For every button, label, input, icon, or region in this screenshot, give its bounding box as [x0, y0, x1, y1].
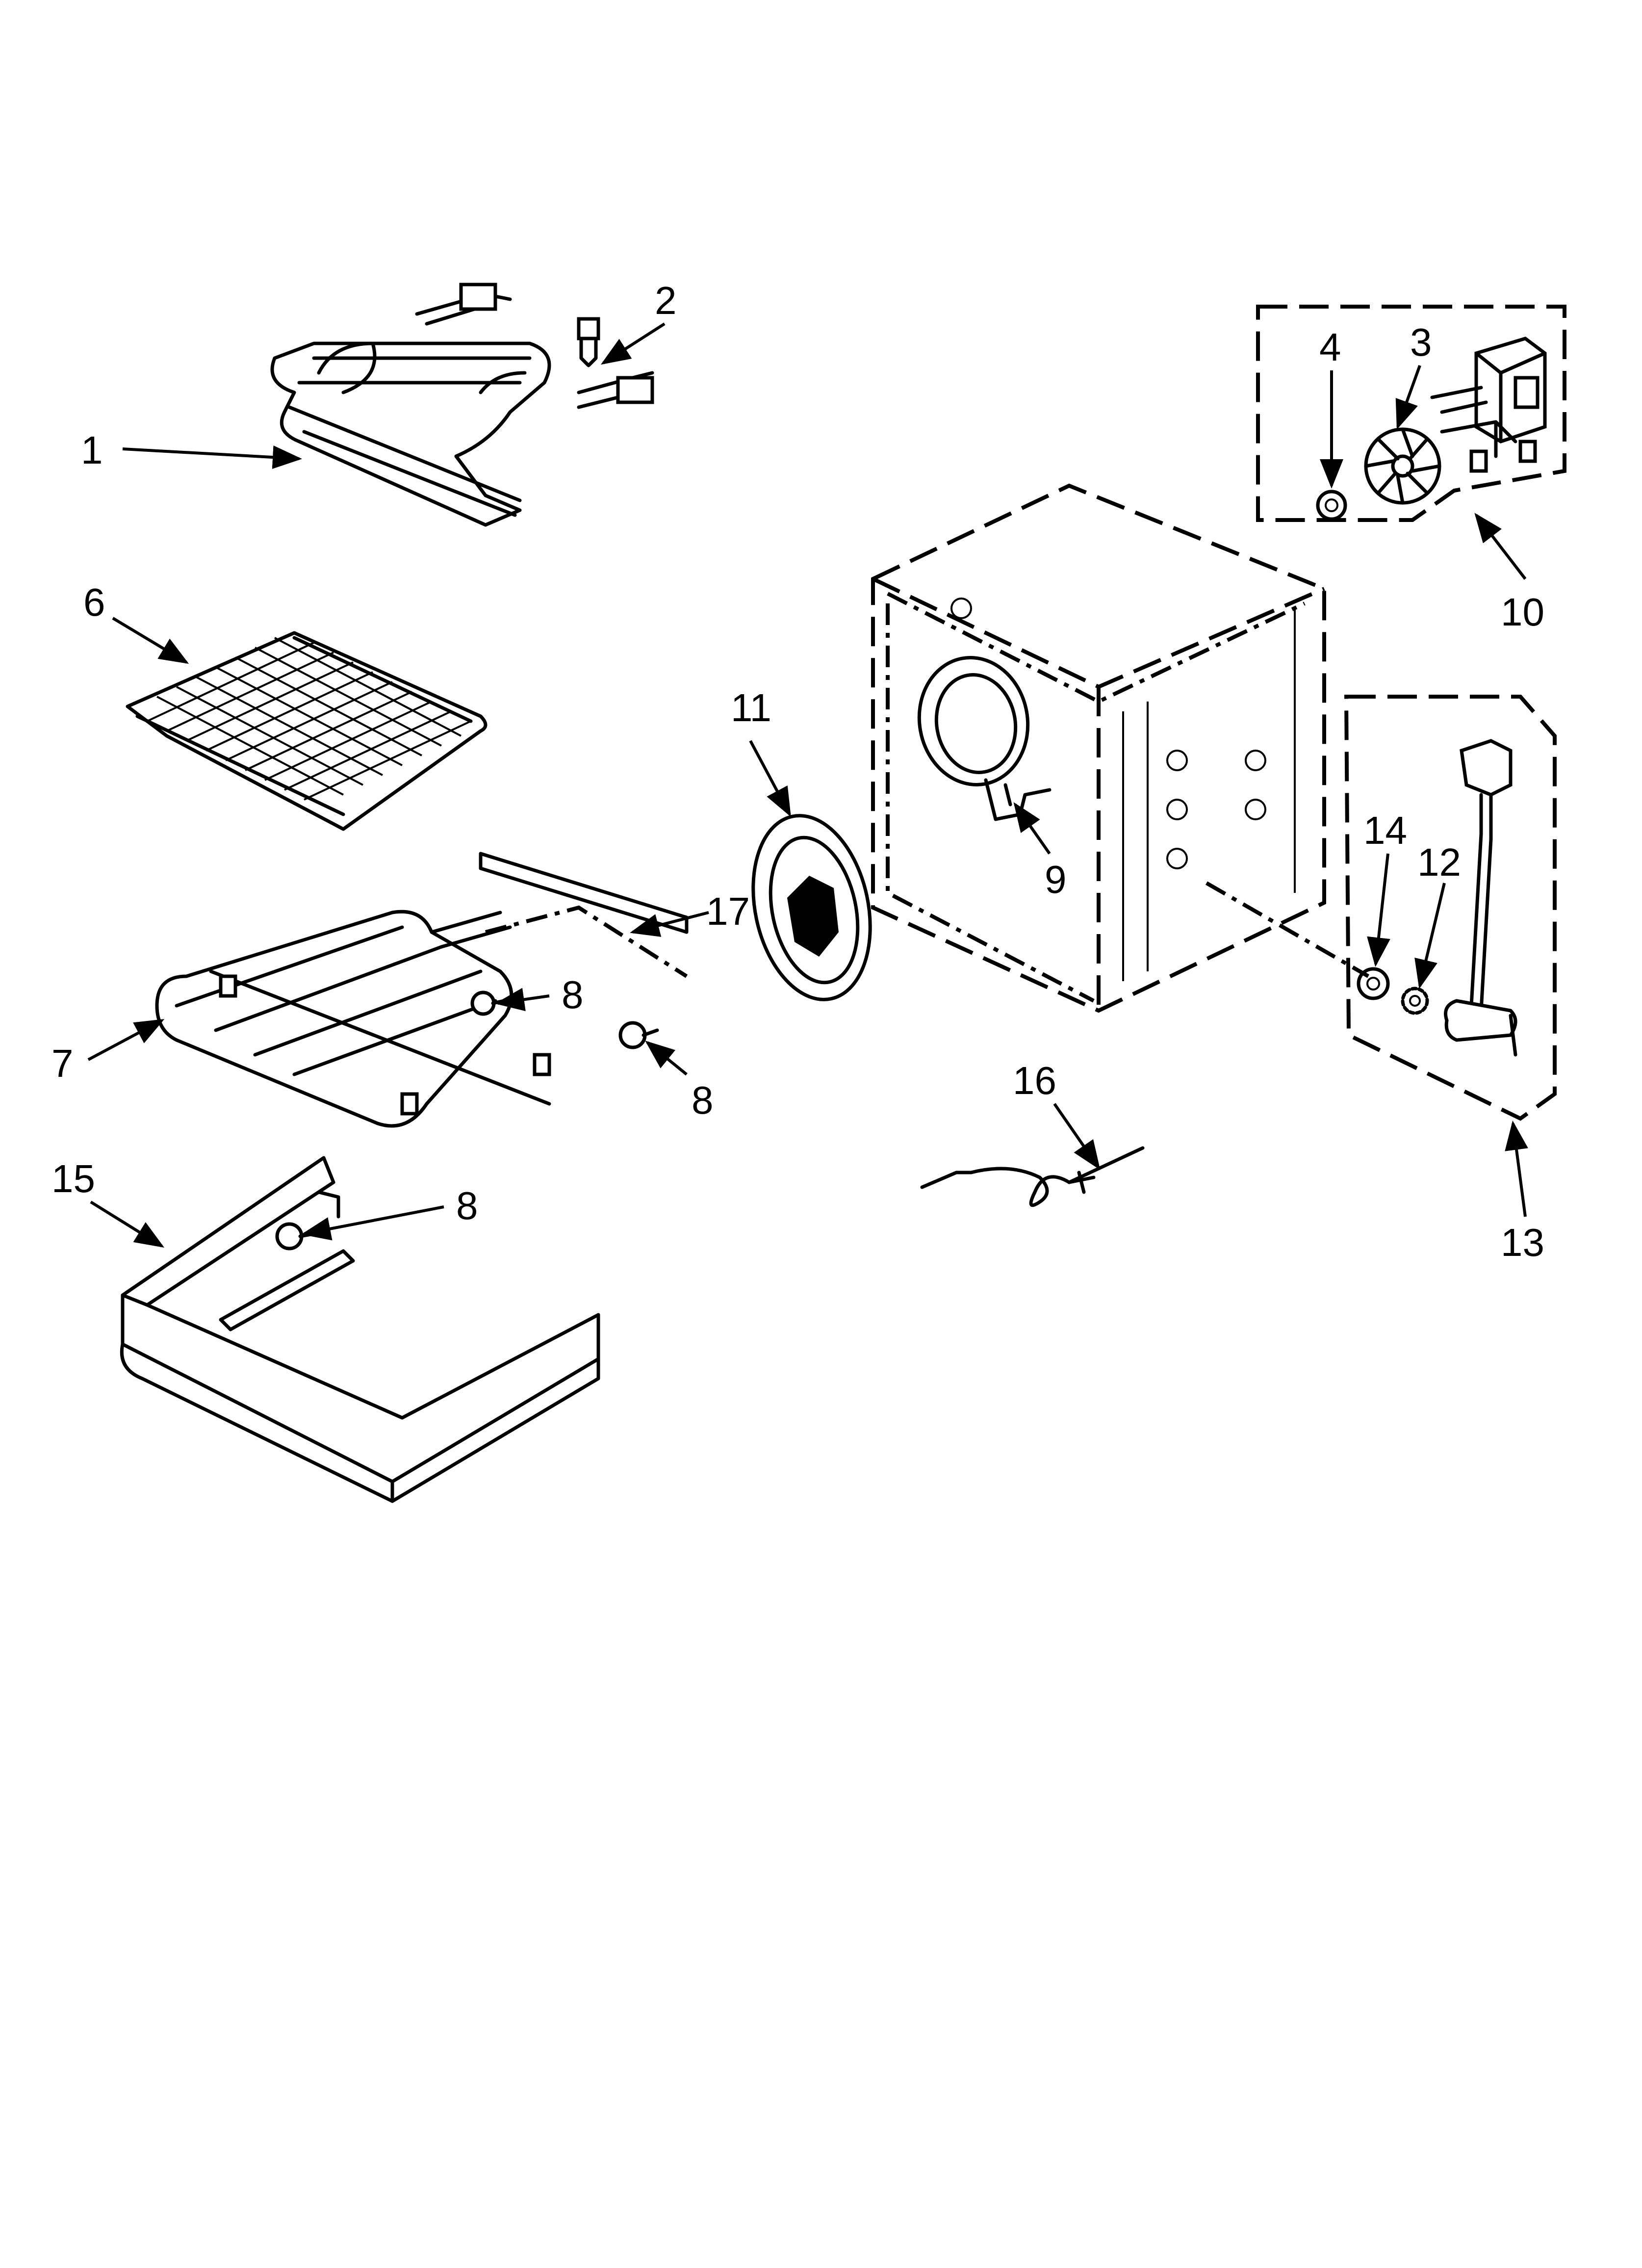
convection-element — [917, 656, 1052, 821]
assembly-guide-line-2 — [485, 905, 688, 978]
callout-8a: 8 — [562, 973, 584, 1017]
callout-2: 2 — [655, 279, 677, 322]
assembly-guide-line — [1206, 881, 1369, 978]
fan-motor — [1430, 337, 1547, 473]
fan-cover — [751, 814, 872, 1001]
fan-blade — [1364, 427, 1441, 505]
callout-11: 11 — [731, 686, 771, 730]
sensor-assembly — [1444, 739, 1517, 1057]
callout-16: 16 — [1013, 1059, 1056, 1102]
element-bracket — [479, 852, 689, 934]
callout-9: 9 — [1045, 858, 1067, 901]
broil-element — [270, 283, 654, 527]
bottom-cover — [120, 1156, 600, 1503]
oven-cavity — [871, 483, 1326, 1013]
callout-3: 3 — [1410, 320, 1432, 364]
callout-4: 4 — [1319, 325, 1341, 369]
callout-13: 13 — [1501, 1221, 1544, 1264]
callout-12: 12 — [1417, 840, 1461, 884]
callout-1: 1 — [81, 428, 103, 472]
oven-rack — [126, 631, 487, 831]
callout-8b: 8 — [692, 1078, 714, 1122]
leader-lines — [87, 322, 1528, 1248]
callout-15: 15 — [51, 1157, 95, 1200]
sensor-kit-box — [1344, 695, 1557, 1121]
bake-element — [155, 910, 551, 1128]
screw-8b — [618, 1021, 659, 1049]
screw-8c — [275, 1222, 316, 1251]
callout-8c: 8 — [456, 1184, 478, 1227]
screw — [577, 317, 600, 367]
fan-motor-kit-box — [1256, 305, 1566, 522]
nut — [1316, 490, 1347, 521]
callout-10: 10 — [1501, 590, 1544, 634]
callout-6: 6 — [83, 580, 105, 624]
lock-washer — [1401, 987, 1429, 1015]
callout-17: 17 — [706, 889, 750, 933]
callout-labels: 1 2 3 4 6 7 8 8 8 9 10 11 12 13 14 15 16… — [51, 279, 1544, 1264]
meat-probe — [920, 1146, 1145, 1207]
callout-14: 14 — [1363, 808, 1407, 852]
callout-7: 7 — [51, 1042, 74, 1085]
